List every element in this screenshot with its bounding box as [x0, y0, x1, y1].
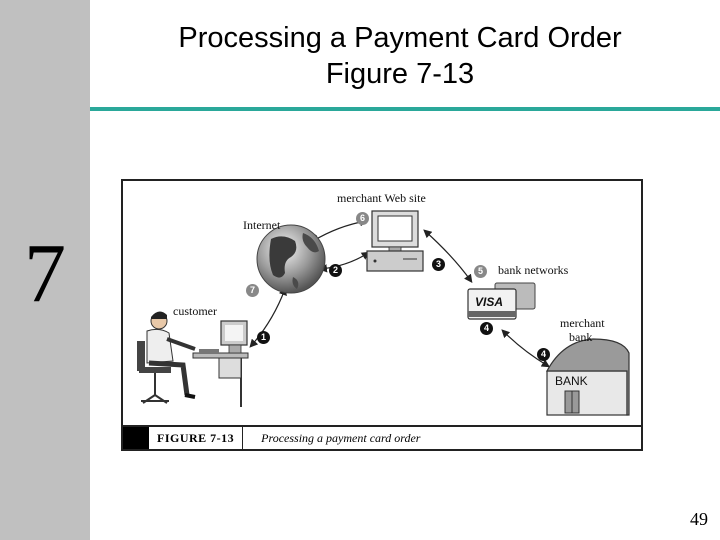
- diagram-illustration: [137, 210, 630, 416]
- left-sidebar: [0, 0, 90, 540]
- step-marker-4-bank: 4: [537, 348, 550, 361]
- figure-caption-bar: FIGURE 7-13 Processing a payment card or…: [123, 425, 641, 449]
- chapter-number: 7: [24, 227, 66, 320]
- step-marker-1: 1: [257, 331, 270, 344]
- card-brand-label: VISA: [475, 295, 504, 309]
- slide-title: Processing a Payment Card Order Figure 7…: [90, 20, 710, 92]
- caption-block: [123, 427, 149, 449]
- page-number: 49: [690, 509, 708, 529]
- title-line-2: Figure 7-13: [325, 58, 475, 90]
- customer-desk-icon: [137, 311, 249, 407]
- arrow-internet-merchant-return: [318, 251, 371, 273]
- payment-diagram-figure: VISA BANK merchant Web site Internet cus…: [121, 179, 643, 451]
- title-line-1: Processing a Payment Card Order: [178, 22, 622, 54]
- step-marker-2: 2: [329, 264, 342, 277]
- step-marker-3: 3: [432, 258, 445, 271]
- figure-number-label: FIGURE 7-13: [149, 427, 244, 449]
- title-divider: [90, 107, 720, 111]
- figure-caption-text: Processing a payment card order: [261, 430, 421, 445]
- visa-card-icon: [467, 282, 536, 320]
- arrow-merchant-banknet: [423, 229, 473, 283]
- step-marker-7: 7: [246, 284, 259, 297]
- customer-label: customer: [173, 304, 217, 318]
- merchant-server-icon: [366, 210, 424, 272]
- bank-networks-label: bank networks: [498, 263, 569, 277]
- merchant-bank-label-line2: bank: [569, 330, 593, 344]
- bank-sign-label: BANK: [555, 374, 588, 388]
- arrow-customer-internet: [249, 286, 287, 348]
- step-marker-6: 6: [356, 212, 369, 225]
- merchant-bank-label-line1: merchant: [560, 316, 605, 330]
- arrow-visa-bank: [501, 329, 551, 368]
- merchant-web-site-label: merchant Web site: [337, 191, 426, 205]
- step-marker-4-visa: 4: [480, 322, 493, 335]
- globe-icon: [256, 224, 326, 294]
- step-marker-5: 5: [474, 265, 487, 278]
- internet-label: Internet: [243, 218, 281, 232]
- bank-building-icon: [545, 338, 630, 416]
